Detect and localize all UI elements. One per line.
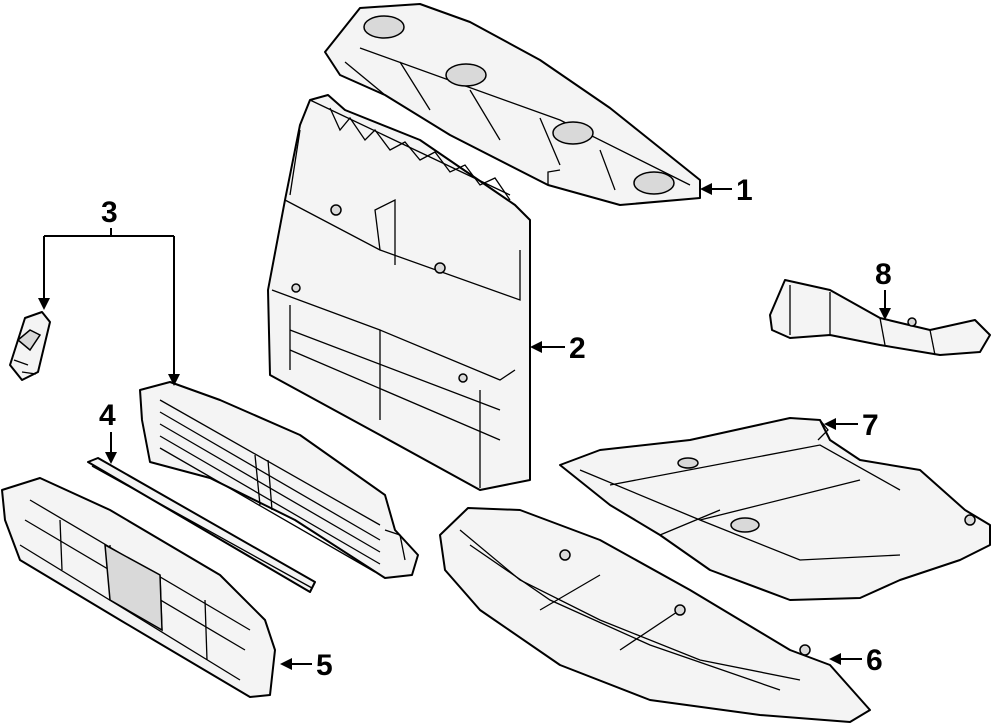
callout-3: 3 bbox=[38, 196, 180, 386]
callout-6: 6 bbox=[829, 644, 883, 677]
callout-label-3: 3 bbox=[101, 196, 118, 229]
callout-1: 1 bbox=[700, 174, 753, 207]
part-1-top-cover bbox=[324, 3, 701, 206]
callout-8: 8 bbox=[875, 258, 892, 320]
part-3-shutter-assembly bbox=[139, 381, 419, 579]
part-7-engine-undercover bbox=[559, 417, 991, 601]
callout-2: 2 bbox=[530, 332, 586, 365]
callout-label-5: 5 bbox=[316, 649, 333, 682]
part-8-bracket bbox=[769, 279, 991, 356]
callout-label-8: 8 bbox=[875, 258, 892, 291]
part-2-shroud bbox=[267, 94, 531, 491]
part-3-actuator bbox=[9, 311, 51, 381]
callout-label-4: 4 bbox=[99, 399, 116, 432]
part-4-seal-strip bbox=[87, 457, 316, 593]
callout-label-2: 2 bbox=[569, 332, 586, 365]
callout-label-7: 7 bbox=[862, 409, 879, 442]
part-5-lower-duct bbox=[1, 477, 276, 698]
part-6-front-undercover bbox=[439, 507, 871, 723]
callout-label-6: 6 bbox=[866, 644, 883, 677]
callout-4: 4 bbox=[99, 399, 117, 464]
callout-7: 7 bbox=[824, 409, 879, 442]
callout-label-1: 1 bbox=[736, 174, 753, 207]
callout-5: 5 bbox=[280, 649, 333, 682]
